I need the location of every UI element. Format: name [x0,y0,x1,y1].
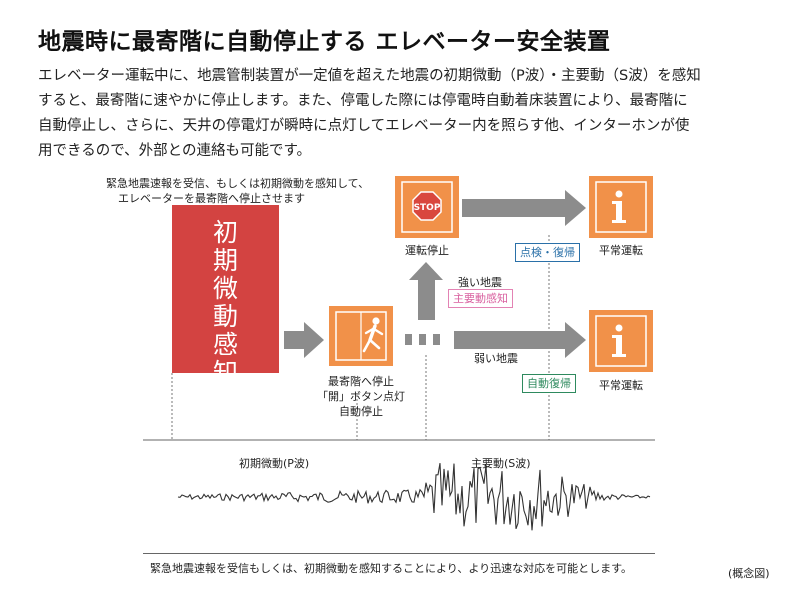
intro-text: エレベーター運転中に、地震管制装置が一定値を超えた地震の初期微動（P波）・主要動… [38,64,768,164]
intro-line: 自動停止し、さらに、天井の停電灯が瞬時に点灯してエレベーター内を照らす他、インタ… [38,118,690,134]
label-normal: 平常運転 [599,379,643,392]
running-person-icon [362,317,384,353]
info-icon [612,324,626,357]
elevator-evacuation-icon [329,306,393,366]
elevator-normal-icon [589,176,653,238]
initial-tremor-label: 初 期 微 動 感 知 [172,219,279,387]
arrow-right-top [462,190,586,226]
info-icon [612,190,626,223]
tag-inspect-restore: 点検・復帰 [515,243,580,262]
label-line: 最寄階へ停止 [328,375,394,388]
page-title: 地震時に最寄階に自動停止する エレベーター安全装置 [38,29,611,55]
caption: 緊急地震速報を受信もしくは、初期微動を感知することにより、より迅速な対応を可能と… [150,562,633,575]
vertical-char: 感 [212,330,238,359]
arrow-red-to-elevator [284,322,324,358]
label-line: 「開」ボタン点灯 [317,390,405,403]
label-nearest-floor: 最寄階へ停止 「開」ボタン点灯 自動停止 [311,374,411,419]
label-stopped: 運転停止 [405,244,449,257]
elevator-stop-icon: STOP [395,176,459,238]
label-normal: 平常運転 [599,244,643,257]
intro-line: 用できるので、外部との連絡も可能です。 [38,143,312,159]
label-line: 自動停止 [339,405,383,418]
arrow-up [409,262,443,320]
tag-main-motion-detect: 主要動感知 [448,289,513,308]
tag-auto-restore: 自動復帰 [522,374,576,393]
stop-sign-text: STOP [414,203,441,213]
arrow-dots [405,334,440,345]
intro-line: エレベーター運転中に、地震管制装置が一定値を超えた地震の初期微動（P波）・主要動… [38,68,701,84]
initial-tremor-box: 初 期 微 動 感 知 [172,205,279,387]
vertical-char: 知 [212,358,238,387]
concept-label: (概念図) [728,567,770,580]
vertical-char: 期 [212,246,238,275]
label-s-wave: 主要動(S波) [471,457,531,470]
vertical-char: 初 [212,218,238,247]
vertical-char: 動 [212,302,238,331]
caption-divider [143,553,655,554]
note-line: 緊急地震速報を受信、もしくは初期微動を感知して、 [106,177,370,190]
label-weak-quake: 弱い地震 [474,352,518,365]
label-p-wave: 初期微動(P波) [239,457,310,470]
arrow-right-bottom [454,322,586,358]
label-strong-quake: 強い地震 [458,276,502,289]
note-line: エレベーターを最寄階へ停止させます [118,192,305,205]
stop-sign-icon: STOP [412,191,442,221]
seismic-waveform [177,463,651,531]
intro-line: すると、最寄階に速やかに停止します。また、停電した際には停電時自動着床装置により… [38,93,688,109]
guide-lines [171,235,550,440]
vertical-char: 微 [212,274,238,303]
elevator-normal-icon [589,310,653,372]
